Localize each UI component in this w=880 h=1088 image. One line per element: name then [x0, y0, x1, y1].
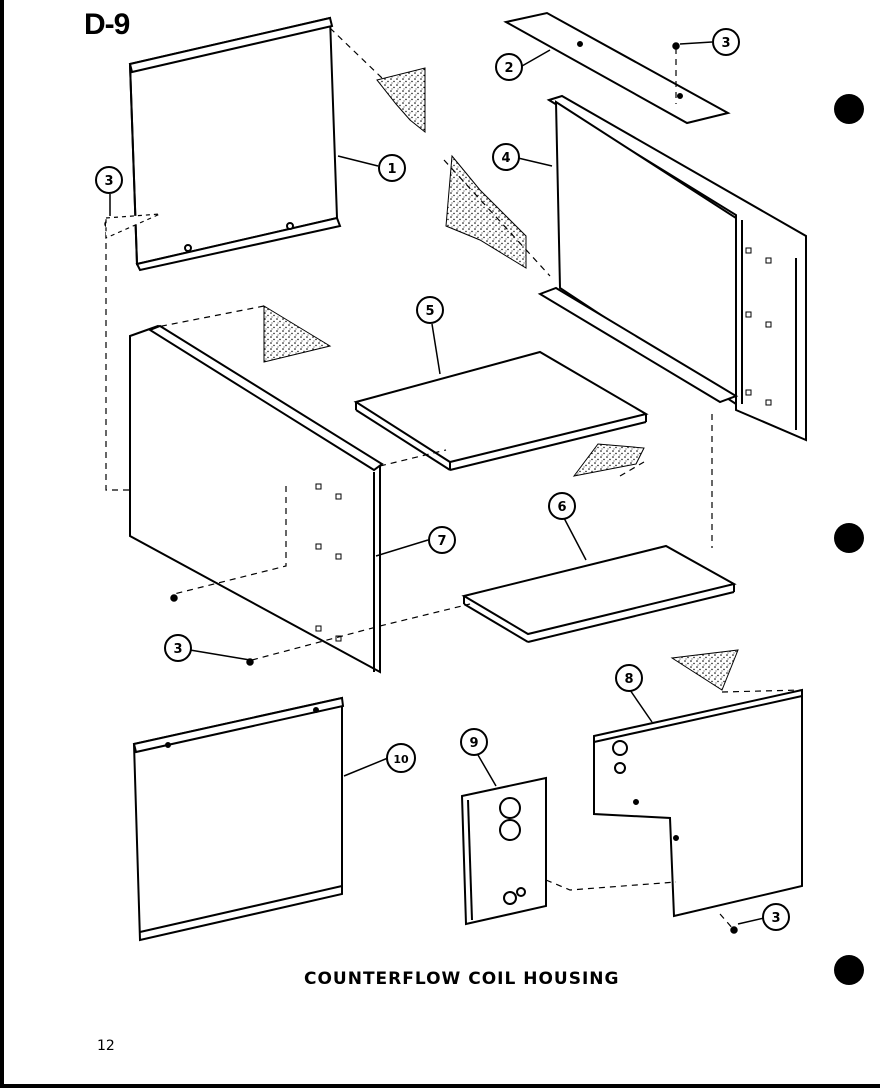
page-left-border: [0, 0, 4, 1088]
callout-1: [378, 154, 406, 182]
shelf-part-5: [353, 350, 649, 471]
page-id: D-9: [84, 8, 130, 41]
callout-3-label: 3: [721, 36, 730, 51]
panel-part-1: [128, 16, 342, 272]
callout-leaders: [109, 41, 765, 925]
insulation-piece: [263, 305, 332, 363]
callout-4: [492, 143, 520, 171]
callout-4-label: 4: [501, 151, 510, 166]
callout-5-label: 5: [425, 304, 434, 319]
callout-labels: 1 2 3 3 4 5 6 7 3 8 9 10 3: [104, 36, 780, 926]
binder-hole-icon: [834, 94, 864, 124]
callout-3-label: 3: [173, 642, 182, 657]
callout-7-label: 7: [437, 534, 446, 549]
callout-2-label: 2: [504, 61, 513, 76]
callout-7: [428, 526, 456, 554]
page-bottom-border: [0, 1084, 880, 1088]
pan-part-6: [461, 544, 737, 643]
strip-part-2: [503, 11, 731, 125]
callout-2: [495, 53, 523, 81]
callout-9-label: 9: [469, 736, 478, 751]
diagram-caption: COUNTERFLOW COIL HOUSING: [304, 969, 620, 989]
panel-part-8: [593, 688, 803, 918]
insulation-piece: [572, 443, 645, 477]
panel-part-10: [132, 696, 345, 942]
callout-8: [615, 664, 643, 692]
panel-part-4: [537, 94, 807, 442]
page-number: 12: [97, 1038, 115, 1054]
callout-9: [460, 728, 488, 756]
insulation-piece: [445, 154, 527, 269]
binder-hole-icon: [834, 955, 864, 985]
callout-3-label: 3: [771, 911, 780, 926]
callout-3: [762, 903, 790, 931]
plate-part-9: [460, 776, 547, 926]
callout-3-label: 3: [104, 174, 113, 189]
callout-10: [386, 743, 416, 773]
binder-hole-icon: [834, 523, 864, 553]
callout-10-label: 10: [393, 753, 409, 766]
callout-5: [416, 296, 444, 324]
callout-6-label: 6: [557, 500, 566, 515]
callout-3: [95, 166, 123, 194]
callout-circles: [95, 28, 790, 931]
insulation-piece: [670, 649, 739, 691]
callout-3: [164, 634, 192, 662]
callout-6: [548, 492, 576, 520]
callout-1-label: 1: [387, 162, 396, 177]
insulation-piece: [376, 67, 426, 134]
assembly-dashed-lines: [105, 27, 803, 931]
panel-part-7: [129, 324, 384, 674]
callout-8-label: 8: [624, 672, 633, 687]
callout-3: [712, 28, 740, 56]
